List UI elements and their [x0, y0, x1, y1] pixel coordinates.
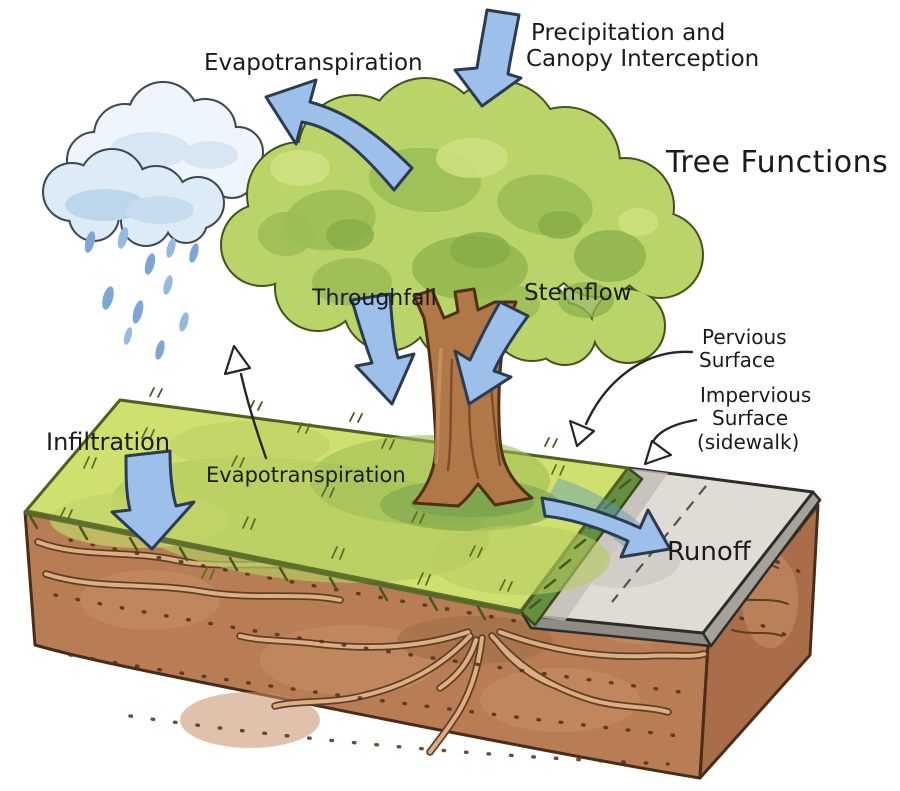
- trunk-highlight: [434, 348, 443, 464]
- raindrops: [84, 227, 199, 360]
- impervious-label-line2: Surface: [712, 406, 788, 430]
- expansion-joint-dashed-line: [611, 485, 707, 603]
- soil-speckles: [53, 538, 802, 766]
- precipitation-label-line1: Precipitation and: [531, 20, 725, 46]
- evapotranspiration-canopy-arrow: [264, 78, 414, 192]
- stemflow-label: Stemflow: [524, 280, 632, 306]
- precipitation-label-line2: Canopy Interception: [526, 46, 759, 72]
- evapotranspiration-ground-label: Evapotranspiration: [206, 463, 406, 487]
- rain-cloud: [42, 81, 264, 247]
- precipitation-arrow: [453, 8, 523, 108]
- stemflow-arrow: [453, 300, 530, 406]
- impervious-label-line1: Impervious: [700, 383, 811, 407]
- grass-fringe-ticks: [28, 478, 632, 621]
- tree-canopy: [220, 77, 704, 366]
- pervious-pointer-arrow: [568, 350, 694, 448]
- impervious-pointer-arrow: [643, 418, 698, 466]
- grass-front-fringe: [24, 509, 521, 615]
- pervious-label-line1: Pervious: [702, 325, 787, 349]
- canopy-shading: [258, 138, 658, 324]
- runoff-arrow: [540, 496, 672, 559]
- diagram-title: Tree Functions: [665, 145, 888, 180]
- soil-cross-section: [23, 503, 820, 780]
- pervious-label-line2: Surface: [699, 348, 775, 372]
- evapotranspiration-canopy-label: Evapotranspiration: [204, 50, 423, 76]
- infiltration-arrow: [110, 449, 196, 551]
- throughfall-arrow: [350, 292, 416, 406]
- throughfall-label: Throughfall: [311, 286, 437, 311]
- evapotranspiration-ground-arrow: [223, 344, 268, 460]
- impervious-label-line3: (sidewalk): [697, 430, 799, 454]
- runoff-label: Runoff: [667, 537, 752, 567]
- infiltration-label: Infiltration: [46, 428, 170, 456]
